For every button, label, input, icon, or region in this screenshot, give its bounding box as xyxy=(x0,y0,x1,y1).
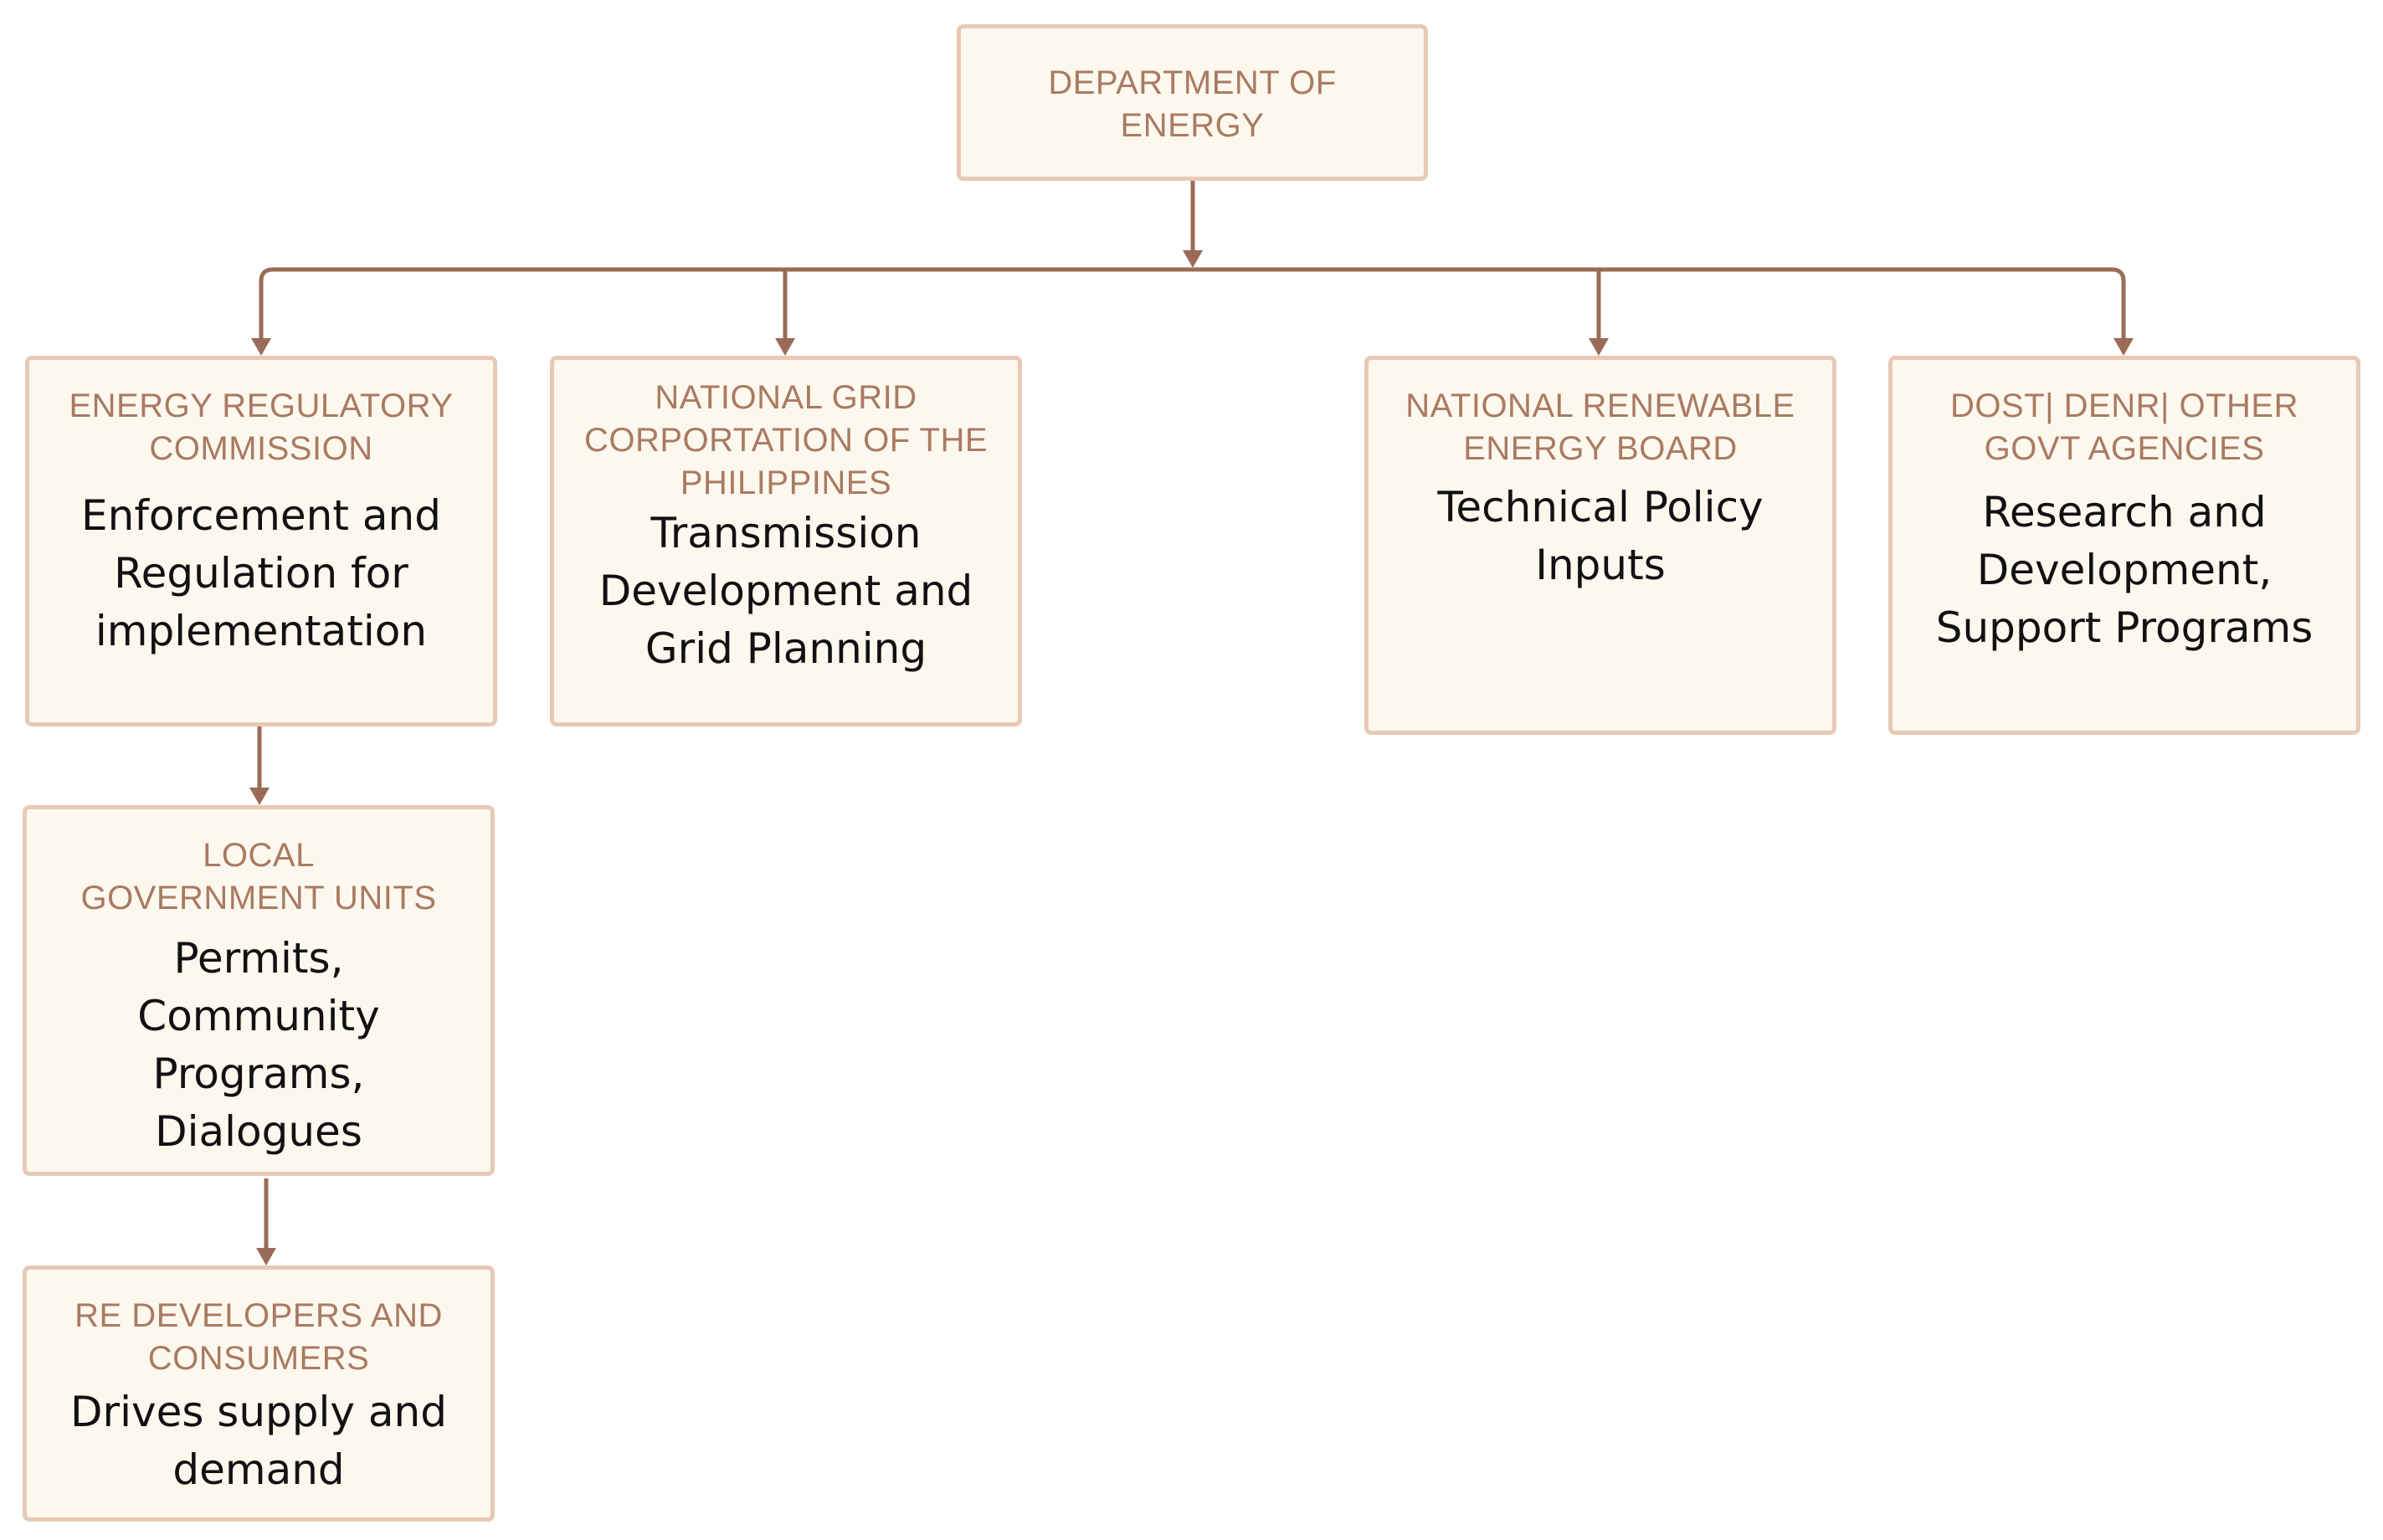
node-title: LOCAL GOVERNMENT UNITS xyxy=(80,837,437,916)
arrowhead-ngcp xyxy=(775,338,795,356)
node-title: NATIONAL RENEWABLE ENERGY BOARD xyxy=(1405,388,1795,467)
node-title: ENERGY REGULATORY COMMISSION xyxy=(69,388,454,467)
node-title: RE DEVELOPERS AND CONSUMERS xyxy=(74,1297,443,1377)
arrowhead-doe-bus xyxy=(1183,250,1203,268)
arrowhead-dost xyxy=(2113,338,2134,356)
node-national-grid-corporation: NATIONAL GRID CORPORTATION OF THE PHILIP… xyxy=(550,356,1022,726)
node-local-government-units: LOCAL GOVERNMENT UNITS Permits, Communit… xyxy=(23,805,495,1176)
node-dost-denr-other-agencies: DOST| DENR| OTHER GOVT AGENCIES Research… xyxy=(1888,356,2360,735)
node-title: DEPARTMENT OF ENERGY xyxy=(1048,64,1337,144)
node-description: Drives supply and demand xyxy=(70,1388,447,1494)
node-title: NATIONAL GRID CORPORTATION OF THE PHILIP… xyxy=(583,379,989,501)
arrowhead-re xyxy=(256,1248,276,1265)
node-description: Enforcement and Regulation for implement… xyxy=(81,491,441,655)
node-department-of-energy: DEPARTMENT OF ENERGY xyxy=(957,24,1428,181)
node-energy-regulatory-commission: ENERGY REGULATORY COMMISSION Enforcement… xyxy=(25,356,497,726)
node-description: Permits, Community Programs, Dialogues xyxy=(137,934,380,1156)
arrowhead-erc xyxy=(251,338,271,356)
node-description: Transmission Development and Grid Planni… xyxy=(598,509,973,673)
arrowhead-lgu xyxy=(249,788,270,805)
connector-horizontal-bus xyxy=(259,267,2126,341)
node-national-renewable-energy-board: NATIONAL RENEWABLE ENERGY BOARD Technica… xyxy=(1364,356,1836,735)
node-description: Research and Development, Support Progra… xyxy=(1935,488,2314,652)
node-description: Technical Policy Inputs xyxy=(1437,483,1764,589)
arrowhead-nreb xyxy=(1589,338,1609,356)
node-re-developers-and-consumers: RE DEVELOPERS AND CONSUMERS Drives suppl… xyxy=(23,1265,495,1522)
node-title: DOST| DENR| OTHER GOVT AGENCIES xyxy=(1950,388,2298,467)
